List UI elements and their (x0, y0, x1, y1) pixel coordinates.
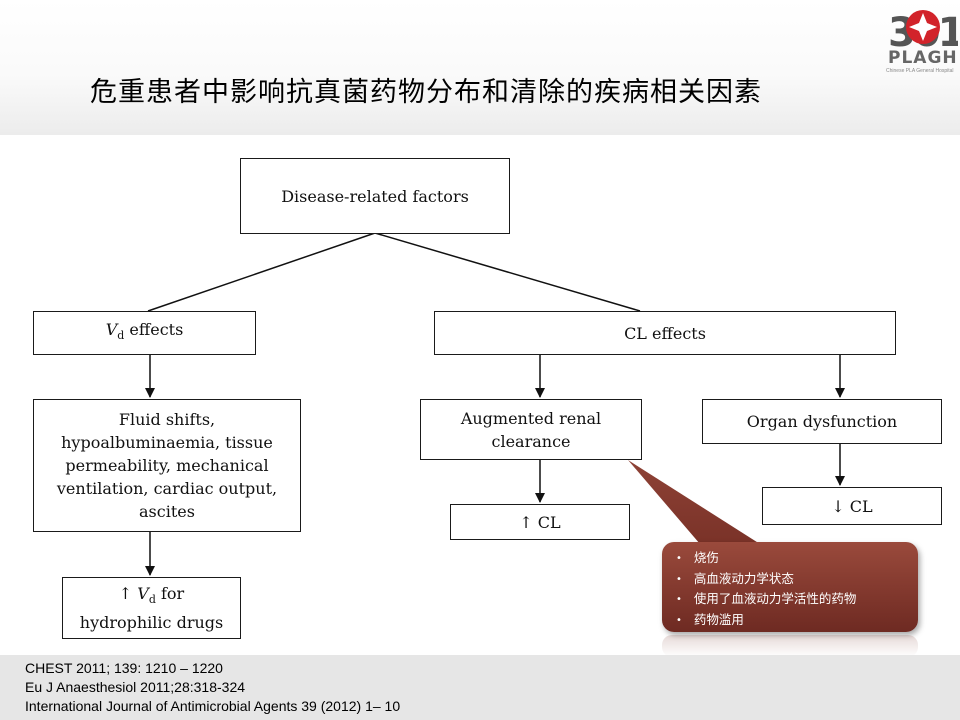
reference-item: Eu J Anaesthesiol 2011;28:318-324 (25, 679, 246, 695)
renal-result-node: ↑ CL (450, 504, 630, 540)
reference-item: CHEST 2011; 139: 1210 – 1220 (25, 660, 223, 676)
footer-bar (0, 655, 960, 720)
flowchart-connectors (145, 232, 845, 576)
organ-dysfunction-node: Organ dysfunction (702, 399, 942, 444)
cl-effects-node: CL effects (434, 311, 896, 355)
vd-effects-node: Vd effects (33, 311, 256, 355)
logo-brand: PLAGH (888, 48, 958, 68)
callout-item: 使用了血液动力学活性的药物 (676, 589, 918, 610)
renal-result-label: ↑ CL (519, 512, 561, 532)
cl-effects-label: CL effects (624, 323, 706, 343)
callout-item: 药物滥用 (676, 610, 918, 631)
vd-causes-label: Fluid shifts, hypoalbuminaemia, tissue p… (56, 410, 278, 521)
reference-item: International Journal of Antimicrobial A… (25, 698, 401, 714)
references: CHEST 2011; 139: 1210 – 1220 Eu J Anaest… (25, 659, 400, 716)
callout-reflection (662, 635, 918, 657)
vd-causes-node: Fluid shifts, hypoalbuminaemia, tissue p… (33, 399, 301, 532)
renal-clearance-label: Augmented renal clearance (460, 408, 602, 451)
organ-dysfunction-label: Organ dysfunction (746, 412, 898, 431)
renal-clearance-node: Augmented renal clearance (420, 399, 642, 460)
connector-root-vd (147, 232, 376, 312)
logo-subtitle: Chinese PLA General Hospital (886, 68, 954, 74)
root-label: Disease-related factors (281, 186, 469, 206)
callout-item: 高血液动力学状态 (676, 569, 918, 590)
vd-effects-label: Vd effects (105, 320, 184, 343)
flowchart: Disease-related factors Vd effects CL ef… (0, 135, 960, 655)
organ-result-label: ↓ CL (831, 496, 873, 516)
connector-root-cl (374, 232, 641, 312)
slide-title: 危重患者中影响抗真菌药物分布和清除的疾病相关因素 (90, 77, 762, 108)
hospital-logo: 301 (888, 10, 958, 56)
callout-list: 烧伤 高血液动力学状态 使用了血液动力学活性的药物 药物滥用 (662, 542, 918, 630)
callout-box: 烧伤 高血液动力学状态 使用了血液动力学活性的药物 药物滥用 (662, 542, 918, 632)
root-node: Disease-related factors (240, 158, 510, 234)
callout-item: 烧伤 (676, 548, 918, 569)
slide-header (0, 0, 960, 135)
organ-result-node: ↓ CL (762, 487, 942, 525)
